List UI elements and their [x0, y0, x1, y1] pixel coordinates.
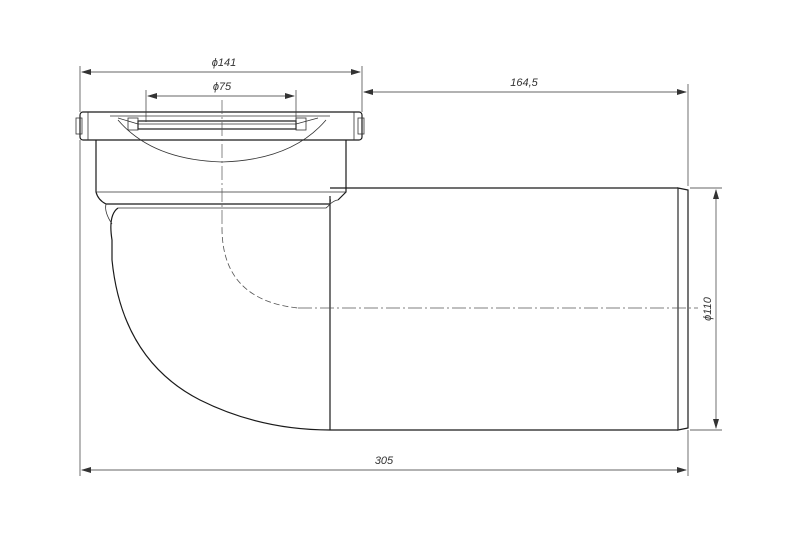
- overall-length-label: 305: [375, 455, 394, 467]
- inlet-diameter-label: ϕ75: [213, 81, 232, 93]
- outlet-diameter-label: ϕ110: [702, 296, 714, 321]
- elbow-body: [105, 196, 339, 431]
- dim-offset-length: 164,5: [363, 77, 689, 186]
- body-collar: [95, 140, 347, 205]
- dim-flange-diameter: ϕ141: [79, 57, 363, 112]
- dim-outlet-diameter: ϕ110: [690, 187, 722, 431]
- dim-inlet-diameter: ϕ75: [145, 81, 297, 122]
- dim-overall-length: 305: [79, 140, 689, 476]
- center-lines: [221, 100, 698, 309]
- outlet-pipe: [330, 187, 689, 431]
- flange: [75, 111, 365, 141]
- inlet-grate: [110, 115, 330, 163]
- offset-length-label: 164,5: [510, 77, 538, 89]
- flange-diameter-label: ϕ141: [212, 57, 236, 69]
